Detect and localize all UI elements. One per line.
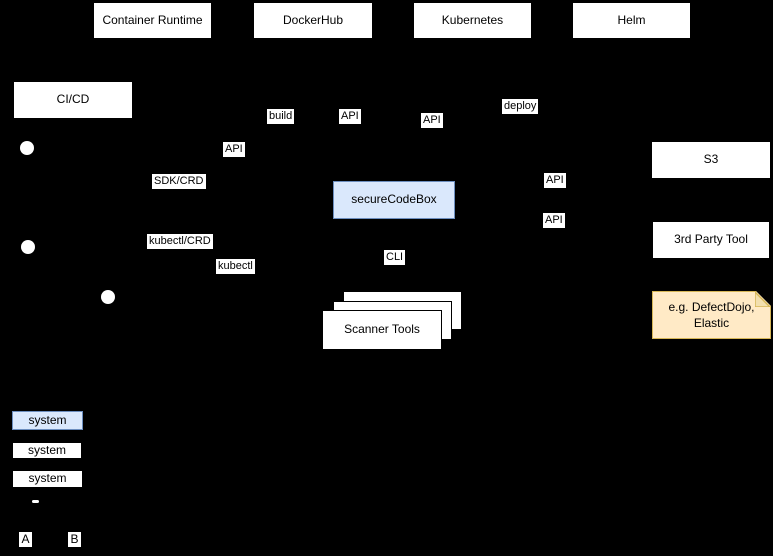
edge-label-api-s3: API — [544, 173, 566, 188]
legend-dash-icon — [32, 500, 39, 503]
node-kubernetes: Kubernetes — [413, 2, 532, 39]
edge-label-cli: CLI — [384, 250, 406, 265]
node-cicd: CI/CD — [13, 81, 133, 119]
edge-label-api-kubernetes: API — [421, 113, 443, 128]
edge-label-api-cicd: API — [223, 142, 245, 157]
edge-label-sdk-crd: SDK/CRD — [152, 174, 206, 189]
edge-label-deploy: deploy — [502, 99, 539, 114]
legend-marker-b: B — [67, 531, 82, 548]
legend-system-plain-1: system — [12, 442, 82, 459]
node-s3: S3 — [651, 141, 771, 179]
edge-label-kubectl: kubectl — [216, 259, 255, 274]
connector-dot-icon — [21, 240, 35, 254]
edge-label-api-dockerhub: API — [339, 109, 361, 124]
node-securecodebox: secureCodeBox — [333, 181, 455, 219]
node-scanner-tools: Scanner Tools — [322, 310, 442, 350]
connector-dot-icon — [20, 141, 34, 155]
note-defectdojo-elastic: e.g. DefectDojo, Elastic — [652, 291, 771, 339]
connector-dot-icon — [101, 290, 115, 304]
legend-marker-a: A — [18, 531, 33, 548]
edge-label-kubectl-crd: kubectl/CRD — [147, 234, 213, 249]
node-helm: Helm — [572, 2, 691, 39]
note-fold-icon — [755, 292, 770, 307]
node-dockerhub: DockerHub — [253, 2, 373, 39]
edge-label-api-third-party: API — [543, 213, 565, 228]
interface-lollipop-icon — [703, 252, 715, 258]
edge-label-build: build — [267, 109, 295, 124]
legend-system-highlighted: system — [12, 411, 83, 430]
node-container-runtime: Container Runtime — [93, 2, 212, 39]
legend-system-plain-2: system — [12, 470, 83, 488]
